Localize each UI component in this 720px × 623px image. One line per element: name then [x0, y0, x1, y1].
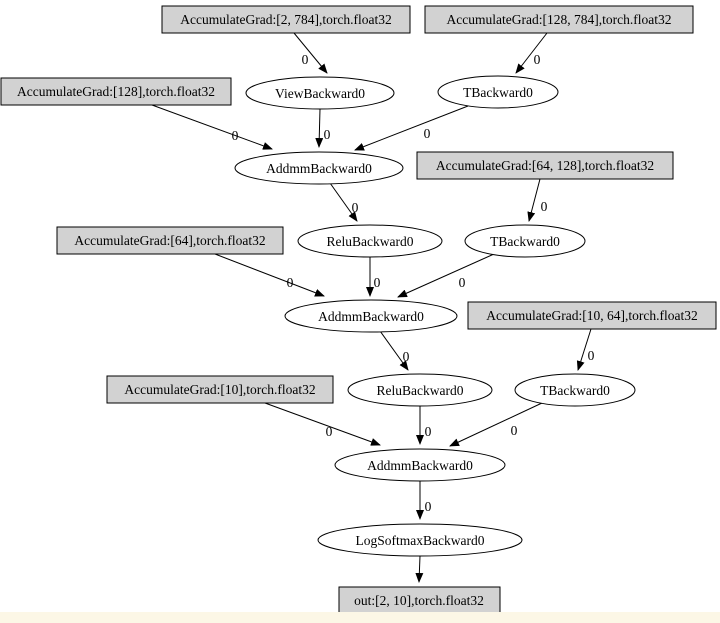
- edge-tbackward2-to-addmm2: [397, 253, 495, 298]
- node-ellipse: [347, 373, 493, 407]
- edge-label: 0: [511, 423, 518, 438]
- node-accumulategrad-64: AccumulateGrad:[64],torch.float32: [56, 226, 284, 255]
- node-label: AccumulateGrad:[128],torch.float32: [17, 84, 215, 99]
- edge-grad64128-to-tbackward2: [527, 178, 541, 222]
- node-label: AccumulateGrad:[64, 128],torch.float32: [436, 158, 654, 173]
- node-label: TBackward0: [540, 383, 610, 398]
- node-ellipse: [514, 373, 636, 407]
- node-label: ReluBackward0: [327, 234, 414, 249]
- node-addmmbackward0-2: AddmmBackward0: [284, 299, 458, 333]
- node-viewbackward0: ViewBackward0: [245, 76, 395, 110]
- edge-tbackward3-to-addmm3: [449, 402, 543, 447]
- node-ellipse: [284, 299, 458, 333]
- node-addmmbackward0-1: AddmmBackward0: [234, 151, 404, 185]
- node-label: AddmmBackward0: [318, 309, 424, 324]
- edge-label: 0: [425, 499, 432, 514]
- node-label: AddmmBackward0: [367, 458, 473, 473]
- node-box: [56, 226, 284, 255]
- edge-label: 0: [374, 275, 381, 290]
- edge-label: 0: [287, 275, 294, 290]
- edge-tbackward1-to-addmm1: [354, 105, 469, 151]
- edge-label: 0: [232, 128, 239, 143]
- node-label: ViewBackward0: [275, 86, 365, 101]
- node-label: AccumulateGrad:[64],torch.float32: [74, 233, 265, 248]
- edge-label: 0: [324, 127, 331, 142]
- edge-label: 0: [352, 200, 359, 215]
- node-accumulategrad-64-128: AccumulateGrad:[64, 128],torch.float32: [416, 151, 674, 180]
- edge-grad128784-to-tbackward1: [515, 32, 548, 74]
- notebook-background-strip: [0, 612, 720, 623]
- edge-logsoftmax-to-out: [415, 555, 424, 583]
- node-accumulategrad-10: AccumulateGrad:[10],torch.float32: [106, 375, 334, 404]
- edge-label: 0: [403, 349, 410, 364]
- edge-label: 0: [424, 126, 431, 141]
- edge-label: 0: [534, 52, 541, 67]
- node-box: [467, 301, 717, 330]
- node-label: AccumulateGrad:[128, 784],torch.float32: [447, 12, 672, 27]
- edge-label: 0: [302, 52, 309, 67]
- node-ellipse: [317, 523, 523, 557]
- edge-grad2784-to-viewbackward: [293, 32, 328, 74]
- node-label: TBackward0: [463, 85, 533, 100]
- node-ellipse: [464, 224, 586, 258]
- node-box: [416, 151, 674, 180]
- node-ellipse: [245, 76, 395, 110]
- node-relubackward0-2: ReluBackward0: [347, 373, 493, 407]
- node-accumulategrad-2-784: AccumulateGrad:[2, 784],torch.float32: [161, 5, 411, 34]
- node-relubackward0-1: ReluBackward0: [297, 224, 443, 258]
- edge-addmm1-to-relu1: [329, 182, 358, 222]
- node-label: AccumulateGrad:[10],torch.float32: [124, 382, 315, 397]
- node-addmmbackward0-3: AddmmBackward0: [334, 448, 506, 482]
- node-accumulategrad-128-784: AccumulateGrad:[128, 784],torch.float32: [424, 5, 694, 34]
- edge-label: 0: [425, 424, 432, 439]
- node-ellipse: [234, 151, 404, 185]
- edges: 0 0 0 0 0 0 0 0 0 0 0 0 0 0 0 0: [151, 32, 595, 583]
- node-accumulategrad-128: AccumulateGrad:[128],torch.float32: [0, 77, 232, 106]
- node-tbackward0-3: TBackward0: [514, 373, 636, 407]
- node-box: [338, 586, 501, 615]
- edge-viewbackward-to-addmm1: [315, 108, 324, 148]
- node-label: AccumulateGrad:[10, 64],torch.float32: [486, 308, 697, 323]
- node-accumulategrad-10-64: AccumulateGrad:[10, 64],torch.float32: [467, 301, 717, 330]
- node-ellipse: [437, 75, 559, 109]
- edge-grad128-to-addmm1: [151, 104, 273, 150]
- node-label: ReluBackward0: [377, 383, 464, 398]
- node-box: [161, 5, 411, 34]
- edge-addmm2-to-relu2: [379, 330, 409, 371]
- edge-grad1064-to-tbackward3: [576, 328, 592, 371]
- node-label: AddmmBackward0: [266, 161, 372, 176]
- edge-label: 0: [588, 348, 595, 363]
- node-logsoftmaxbackward0: LogSoftmaxBackward0: [317, 523, 523, 557]
- node-label: AccumulateGrad:[2, 784],torch.float32: [180, 12, 391, 27]
- node-tbackward0-2: TBackward0: [464, 224, 586, 258]
- node-ellipse: [297, 224, 443, 258]
- edge-grad64-to-addmm2: [214, 253, 325, 297]
- node-box: [106, 375, 334, 404]
- node-box: [424, 5, 694, 34]
- node-box: [0, 77, 232, 106]
- edge-label: 0: [459, 275, 466, 290]
- node-label: out:[2, 10],torch.float32: [354, 593, 484, 608]
- node-label: TBackward0: [490, 234, 560, 249]
- node-ellipse: [334, 448, 506, 482]
- edge-label: 0: [326, 424, 333, 439]
- node-label: LogSoftmaxBackward0: [356, 533, 485, 548]
- edge-label: 0: [541, 199, 548, 214]
- node-tbackward0-1: TBackward0: [437, 75, 559, 109]
- node-out: out:[2, 10],torch.float32: [338, 586, 501, 615]
- edge-grad10-to-addmm3: [264, 402, 381, 446]
